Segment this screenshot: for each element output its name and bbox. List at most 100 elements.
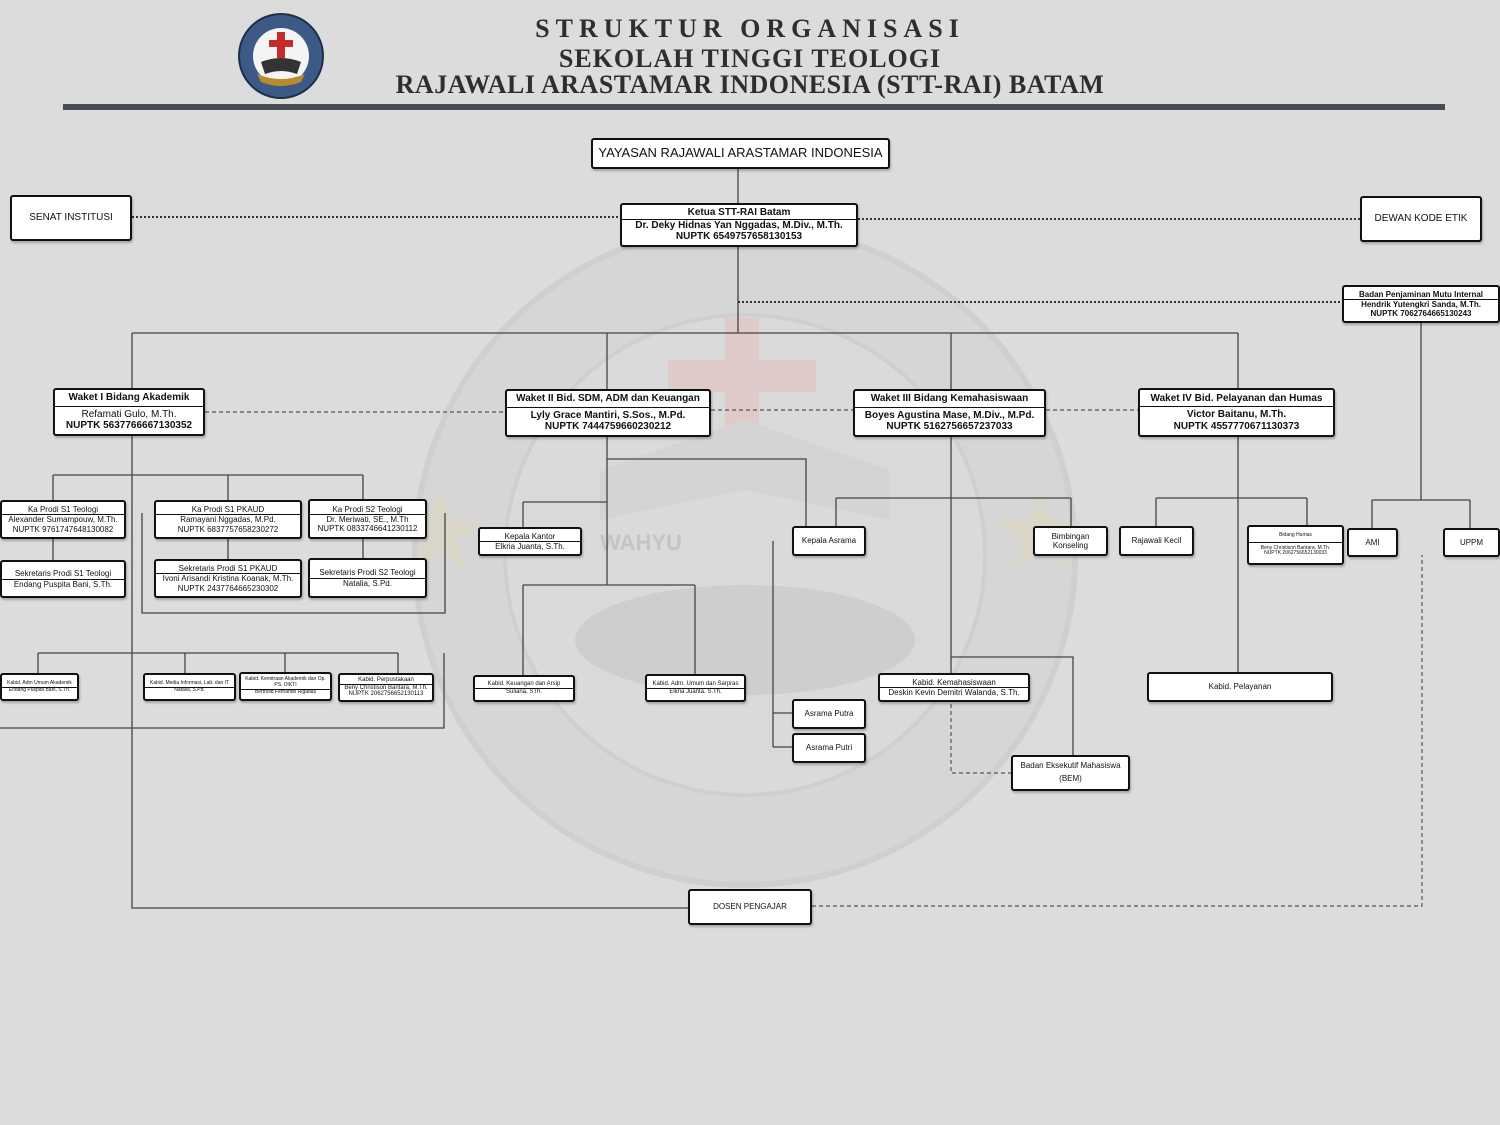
senat-title: SENAT INSTITUSI: [29, 212, 113, 224]
kabid-adm-umum-name: Elkria Juanta, S.Th.: [669, 688, 722, 695]
bem-title: Badan Eksekutif Mahasiswa (BEM): [1020, 761, 1121, 783]
kaprodi-s1-teologi-id: NUPTK 9761747648130082: [12, 524, 114, 534]
ami-box: AMI: [1347, 528, 1398, 557]
sekretaris-s1-teologi-name: Endang Puspita Bani, S.Th.: [13, 579, 113, 589]
dosen-pengajar-box: DOSEN PENGAJAR: [688, 889, 812, 925]
bidang-humas-box: Bidang Humas Beny Christison Bantara, M.…: [1247, 525, 1344, 565]
header-line-2: SEKOLAH TINGGI TEOLOGI: [558, 44, 942, 73]
kabid-pelayanan-box: Kabid. Pelayanan: [1147, 672, 1333, 702]
kepala-asrama-title: Kepala Asrama: [801, 536, 857, 546]
yayasan-title: YAYASAN RAJAWALI ARASTAMAR INDONESIA: [598, 145, 883, 161]
kabid-kemahasiswaan-box: Kabid. Kemahasiswaan Deskin Kevin Demitr…: [878, 673, 1030, 702]
sekretaris-s1-pkaud-title: Sekretaris Prodi S1 PKAUD: [178, 564, 278, 574]
waket2-box: Waket II Bid. SDM, ADM dan Keuangan Lyly…: [505, 389, 711, 437]
waket3-id: NUPTK 5162756657237033: [886, 421, 1013, 433]
bidang-humas-id: NUPTK 2062756652130033: [1264, 550, 1327, 557]
kaprodi-s1-teologi-title: Ka Prodi S1 Teologi: [27, 505, 99, 515]
kaprodi-s1-pkaud-title: Ka Prodi S1 PKAUD: [191, 505, 265, 515]
waket2-id: NUPTK 7444759660230212: [544, 421, 672, 433]
rajawali-kecil-box: Rajawali Kecil: [1119, 526, 1194, 556]
bidang-humas-name: Beny Christison Bantara, M.Th.: [1260, 544, 1331, 551]
waket3-box: Waket III Bidang Kemahasiswaan Boyes Agu…: [853, 389, 1046, 437]
waket4-title: Waket IV Bid. Pelayanan dan Humas: [1150, 392, 1323, 404]
ketua-name: Dr. Deky Hidnas Yan Nggadas, M.Div., M.T…: [635, 219, 843, 231]
waket1-title: Waket I Bidang Akademik: [68, 392, 190, 404]
bimbingan-konseling-title: Bimbingan Konseling: [1051, 531, 1090, 550]
kabid-kemitraan-title: Kabid. Kemitraan Akademik dan Op. PS. DI…: [245, 676, 326, 689]
college-seal-icon: [238, 13, 324, 99]
kaprodi-s2-teologi-box: Ka Prodi S2 Teologi Dr. Meriwati, SE., M…: [308, 499, 427, 539]
waket1-box: Waket I Bidang Akademik Refamati Gulo, M…: [53, 388, 205, 436]
kabid-media-box: Kabid. Media Informasi, Lab. dan IT Nata…: [143, 673, 236, 701]
bem-box: Badan Eksekutif Mahasiswa (BEM): [1011, 755, 1130, 791]
kaprodi-s1-pkaud-name: Ramayani Nggadas, M.Pd.: [180, 515, 276, 525]
kaprodi-s1-teologi-box: Ka Prodi S1 Teologi Alexander Sumampouw,…: [0, 500, 126, 539]
kabid-adm-umum-title: Kabid. Adm. Umum dan Sarpras: [652, 680, 739, 687]
waket4-box: Waket IV Bid. Pelayanan dan Humas Victor…: [1138, 388, 1335, 437]
waket1-id: NUPTK 5637766667130352: [65, 420, 193, 432]
kabid-media-name: Natalia, S.Pd.: [174, 686, 205, 693]
kabid-perpustakaan-title: Kabid. Perpustakaan: [358, 676, 414, 683]
waket1-name: Refamati Gulo, M.Th.: [81, 408, 177, 420]
waket4-name: Victor Baitanu, M.Th.: [1186, 409, 1287, 421]
bpmi-box: Badan Penjaminan Mutu Internal Hendrik Y…: [1342, 285, 1500, 323]
waket3-title: Waket III Bidang Kemahasiswaan: [870, 393, 1029, 405]
kabid-media-title: Kabid. Media Informasi, Lab. dan IT: [149, 679, 230, 686]
sekretaris-s1-pkaud-id: NUPTK 2437764665230302: [177, 583, 279, 593]
kabid-perpustakaan-id: NUPTK 2062756652130113: [348, 691, 424, 698]
kabid-pelayanan-title: Kabid. Pelayanan: [1208, 682, 1272, 692]
bimbingan-konseling-box: Bimbingan Konseling: [1033, 526, 1108, 556]
kabid-perpustakaan-name: Beny Christison Bantara, M.Th.: [344, 684, 428, 691]
bpmi-name: Hendrik Yutengkri Sanda, M.Th.: [1361, 299, 1481, 309]
bpmi-id: NUPTK 7062764665130243: [1370, 309, 1472, 319]
kabid-kemitraan-name: Berthold Fernando Rigadas: [254, 688, 317, 695]
sekretaris-s1-teologi-box: Sekretaris Prodi S1 Teologi Endang Puspi…: [0, 560, 126, 598]
senat-box: SENAT INSTITUSI: [10, 195, 132, 241]
yayasan-box: YAYASAN RAJAWALI ARASTAMAR INDONESIA: [591, 138, 890, 169]
kabid-keuangan-box: Kabid. Keuangan dan Arsip Suliana, STh.: [473, 675, 575, 702]
kabid-adm-akademik-box: Kabid. Adm Umum Akademik Endang Puspita …: [0, 673, 79, 701]
asrama-putri-box: Asrama Putri: [792, 733, 866, 763]
sekretaris-s2-teologi-name: Natalia, S.Pd.: [343, 578, 392, 588]
kabid-keuangan-title: Kabid. Keuangan dan Arsip: [487, 681, 561, 688]
rajawali-kecil-title: Rajawali Kecil: [1131, 536, 1182, 546]
sekretaris-s1-pkaud-name: Ivoni Arisandi Kristina Koanak, M.Th.: [162, 574, 294, 584]
kaprodi-s1-pkaud-box: Ka Prodi S1 PKAUD Ramayani Nggadas, M.Pd…: [154, 500, 302, 539]
kepala-kantor-title: Kepala Kantor: [504, 531, 556, 541]
kabid-adm-akademik-title: Kabid. Adm Umum Akademik: [7, 679, 72, 686]
ketua-title: Ketua STT-RAI Batam: [687, 207, 791, 219]
kabid-kemahasiswaan-name: Deskin Kevin Demitri Walanda, S.Th.: [888, 688, 1020, 697]
kaprodi-s1-teologi-name: Alexander Sumampouw, M.Th.: [8, 515, 118, 525]
sekretaris-s2-teologi-title: Sekretaris Prodi S2 Teologi: [319, 568, 416, 578]
waket2-name: Lyly Grace Mantiri, S.Sos., M.Pd.: [530, 409, 686, 421]
kaprodi-s2-teologi-name: Dr. Meriwati, SE., M.Th: [326, 514, 409, 524]
sekretaris-s1-pkaud-box: Sekretaris Prodi S1 PKAUD Ivoni Arisandi…: [154, 559, 302, 598]
bpmi-title: Badan Penjaminan Mutu Internal: [1358, 289, 1483, 299]
kepala-kantor-name: Elkria Juanta, S.Th.: [495, 542, 565, 551]
ami-title: AMI: [1365, 537, 1380, 547]
dewan-title: DEWAN KODE ETIK: [1374, 213, 1468, 225]
kabid-kemitraan-box: Kabid. Kemitraan Akademik dan Op. PS. DI…: [239, 672, 332, 701]
sekretaris-s1-teologi-title: Sekretaris Prodi S1 Teologi: [14, 569, 112, 579]
ketua-box: Ketua STT-RAI Batam Dr. Deky Hidnas Yan …: [620, 203, 858, 247]
header-rule: [63, 104, 1445, 110]
kabid-keuangan-name: Suliana, STh.: [505, 689, 543, 695]
header-line-3: RAJAWALI ARASTAMAR INDONESIA (STT-RAI) B…: [395, 70, 1105, 99]
asrama-putra-title: Asrama Putra: [804, 709, 854, 719]
uppm-box: UPPM: [1443, 528, 1500, 557]
sekretaris-s2-teologi-box: Sekretaris Prodi S2 Teologi Natalia, S.P…: [308, 558, 427, 598]
kabid-adm-umum-box: Kabid. Adm. Umum dan Sarpras Elkria Juan…: [645, 674, 746, 702]
header-line-1: STRUKTUR ORGANISASI: [535, 14, 965, 43]
kaprodi-s2-teologi-title: Ka Prodi S2 Teologi: [332, 504, 403, 514]
kabid-perpustakaan-box: Kabid. Perpustakaan Beny Christison Bant…: [338, 673, 434, 702]
ketua-id: NUPTK 6549757658130153: [675, 231, 803, 243]
asrama-putra-box: Asrama Putra: [792, 699, 866, 729]
asrama-putri-title: Asrama Putri: [805, 743, 853, 753]
kaprodi-s1-pkaud-id: NUPTK 6837757658230272: [177, 524, 279, 534]
waket2-title: Waket II Bid. SDM, ADM dan Keuangan: [516, 393, 700, 405]
dewan-box: DEWAN KODE ETIK: [1360, 196, 1482, 242]
kepala-kantor-box: Kepala Kantor Elkria Juanta, S.Th.: [478, 527, 582, 556]
waket3-name: Boyes Agustina Mase, M.Div., M.Pd.: [864, 409, 1035, 421]
waket4-id: NUPTK 4557770671130373: [1173, 420, 1300, 432]
